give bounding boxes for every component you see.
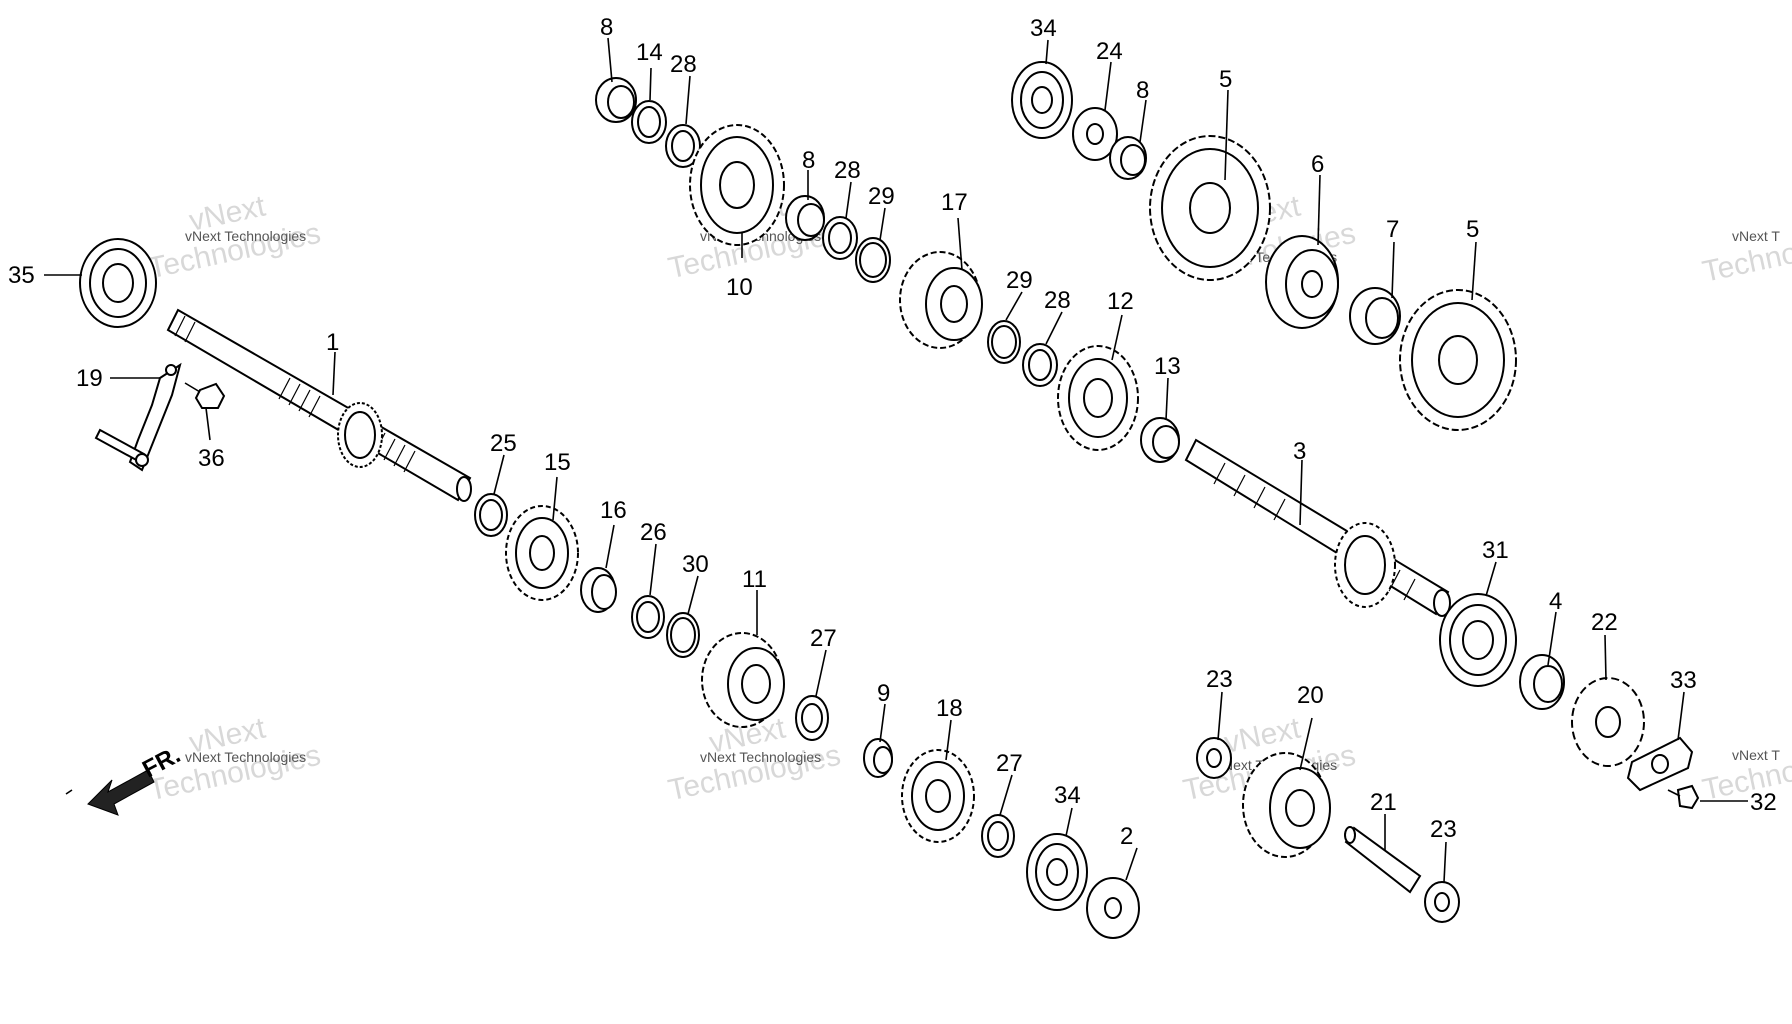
washer-27-lower <box>981 814 1015 858</box>
lock-washer-28-top <box>665 124 701 168</box>
callout-labels: 35 1 3 4 5 5 6 7 8 8 8 9 10 11 12 13 14 … <box>8 14 1777 850</box>
callout-24: 24 <box>1096 38 1123 65</box>
callout-26: 26 <box>640 519 667 546</box>
callout-34-upper: 34 <box>1030 15 1057 42</box>
bearing-31 <box>1439 593 1517 687</box>
callout-5-right: 5 <box>1466 216 1479 243</box>
bushing-8-top <box>595 77 637 123</box>
callout-32: 32 <box>1750 789 1777 816</box>
callout-19: 19 <box>76 365 103 392</box>
callout-17: 17 <box>941 189 968 216</box>
watermark-big-cut: Techno <box>1700 236 1792 288</box>
washer-25 <box>474 493 508 537</box>
gear-mainshaft-integral <box>337 402 383 468</box>
callout-28-lower: 28 <box>1044 287 1071 314</box>
bushing-13 <box>1140 417 1180 463</box>
collar-7 <box>1349 287 1401 345</box>
bearing-34-lower <box>1026 833 1088 911</box>
callout-6: 6 <box>1311 151 1324 178</box>
gear-5-right <box>1399 289 1517 431</box>
bushing-9 <box>863 738 893 778</box>
gear-11 <box>701 632 785 728</box>
callout-29-upper: 29 <box>868 183 895 210</box>
callout-8-top: 8 <box>600 14 613 41</box>
callout-18: 18 <box>936 695 963 722</box>
callout-28-mid: 28 <box>834 157 861 184</box>
callout-25: 25 <box>490 430 517 457</box>
callout-34-lower: 34 <box>1054 782 1081 809</box>
callout-27-lower: 27 <box>996 750 1023 777</box>
callout-7: 7 <box>1386 216 1399 243</box>
shift-drum-6 <box>1265 235 1339 329</box>
stopper-arm-19 <box>94 362 182 472</box>
bushing-8-right <box>1109 136 1147 180</box>
lock-washer-28-mid <box>822 216 858 260</box>
circlip-29-upper <box>855 237 891 283</box>
washer-23-lower <box>1424 881 1460 923</box>
washer-14 <box>631 100 667 144</box>
bearing-35 <box>79 238 157 328</box>
bolt-36 <box>184 382 226 409</box>
washer-27-upper <box>795 695 829 741</box>
gear-5-left <box>1149 135 1271 281</box>
watermark-small-cut: vNext T <box>1732 747 1780 763</box>
callout-2: 2 <box>1120 823 1133 850</box>
gear-countershaft-integral <box>1334 522 1396 608</box>
callout-8-right: 8 <box>1136 77 1149 104</box>
callout-14: 14 <box>636 39 663 66</box>
callout-29-lower: 29 <box>1006 267 1033 294</box>
callout-10: 10 <box>726 274 753 301</box>
callout-30: 30 <box>682 551 709 578</box>
callout-28-top: 28 <box>670 51 697 78</box>
callout-23-upper: 23 <box>1206 666 1233 693</box>
plate-33 <box>1626 736 1694 792</box>
circlip-29-lower <box>987 320 1021 364</box>
callout-35: 35 <box>8 262 35 289</box>
callout-33: 33 <box>1670 667 1697 694</box>
bolt-32 <box>1667 784 1700 810</box>
callout-4: 4 <box>1549 588 1562 615</box>
callout-12: 12 <box>1107 288 1134 315</box>
callout-8-mid: 8 <box>802 147 815 174</box>
washer-2 <box>1086 877 1140 939</box>
callout-9: 9 <box>877 680 890 707</box>
circlip-30 <box>666 612 700 658</box>
gear-12 <box>1057 345 1139 451</box>
watermark-small: vNext Technologies <box>185 228 306 244</box>
leader-lines <box>44 37 1748 883</box>
bearing-34-upper <box>1011 61 1073 139</box>
washer-24 <box>1072 107 1118 161</box>
callout-36: 36 <box>198 445 225 472</box>
callout-22: 22 <box>1591 609 1618 636</box>
callout-11: 11 <box>742 566 767 593</box>
sprocket-22 <box>1571 677 1645 767</box>
lock-washer-28-lower <box>1022 343 1058 387</box>
callout-15: 15 <box>544 449 571 476</box>
callout-21: 21 <box>1370 789 1397 816</box>
callout-27-upper: 27 <box>810 625 837 652</box>
callout-13: 13 <box>1154 353 1181 380</box>
gear-15 <box>505 505 579 601</box>
bushing-16 <box>580 567 617 613</box>
callout-31: 31 <box>1482 537 1509 564</box>
gear-10 <box>689 124 785 246</box>
collar-4 <box>1519 654 1565 710</box>
callout-23-lower: 23 <box>1430 816 1457 843</box>
callout-16: 16 <box>600 497 627 524</box>
watermark-small: vNext Technologies <box>185 749 306 765</box>
callout-5-left: 5 <box>1219 66 1232 93</box>
countershaft <box>1184 438 1451 617</box>
gear-18 <box>901 749 975 843</box>
callout-1: 1 <box>326 329 339 356</box>
bushing-8-mid <box>785 195 825 241</box>
callout-3: 3 <box>1293 438 1306 465</box>
gear-17 <box>899 251 983 349</box>
washer-23-upper <box>1196 737 1232 779</box>
callout-20: 20 <box>1297 682 1324 709</box>
watermark-small-cut: vNext T <box>1732 228 1780 244</box>
lock-washer-26 <box>631 595 665 639</box>
watermark-small: vNext Technologies <box>700 749 821 765</box>
shaft-21 <box>1344 826 1422 894</box>
